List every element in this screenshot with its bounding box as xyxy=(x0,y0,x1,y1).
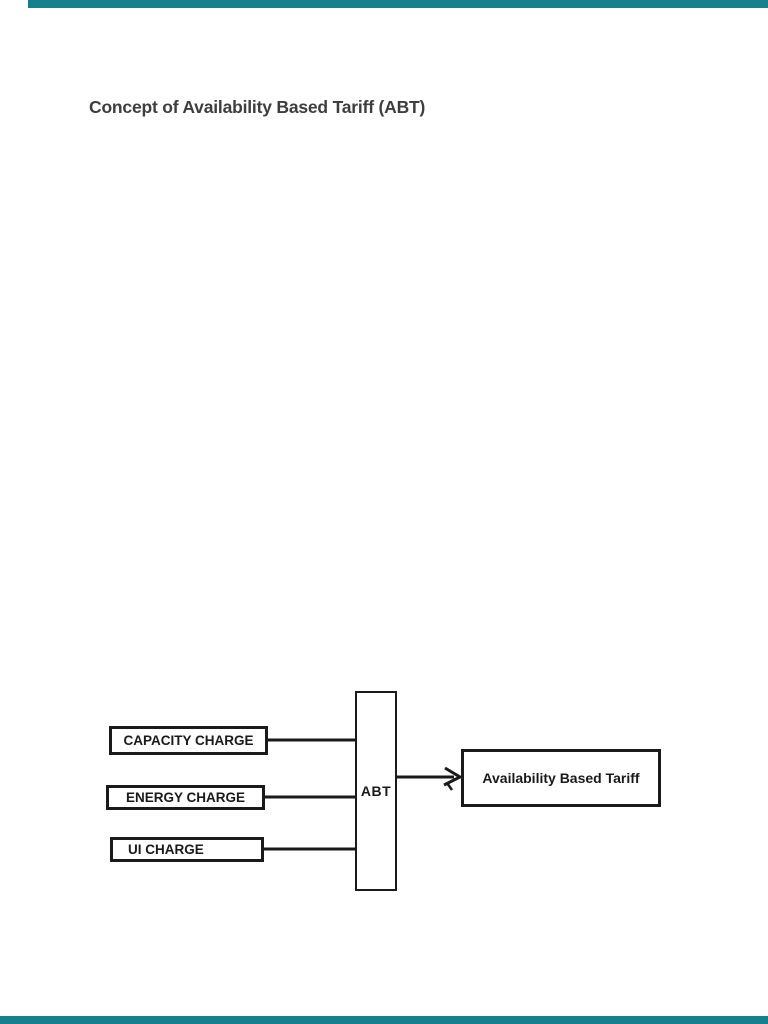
availability-based-tariff-label: Availability Based Tariff xyxy=(482,770,640,786)
abt-combiner-label: ABT xyxy=(360,783,392,799)
energy-charge-label: ENERGY CHARGE xyxy=(125,790,246,805)
energy-charge-box: ENERGY CHARGE xyxy=(106,785,265,810)
arrowhead-icon xyxy=(443,766,464,787)
capacity-charge-box: CAPACITY CHARGE xyxy=(109,726,268,755)
page-title: Concept of Availability Based Tariff (AB… xyxy=(89,97,426,117)
abt-combiner-box: ABT xyxy=(355,691,397,891)
viewer-bottom-bar xyxy=(0,1016,768,1024)
ui-charge-label: UI CHARGE xyxy=(128,842,204,857)
viewer-top-bar xyxy=(28,0,768,8)
capacity-charge-label: CAPACITY CHARGE xyxy=(123,733,254,748)
ui-charge-box: UI CHARGE xyxy=(110,837,264,862)
arrowhead-tail-stroke xyxy=(445,782,454,791)
availability-based-tariff-box: Availability Based Tariff xyxy=(461,749,661,807)
